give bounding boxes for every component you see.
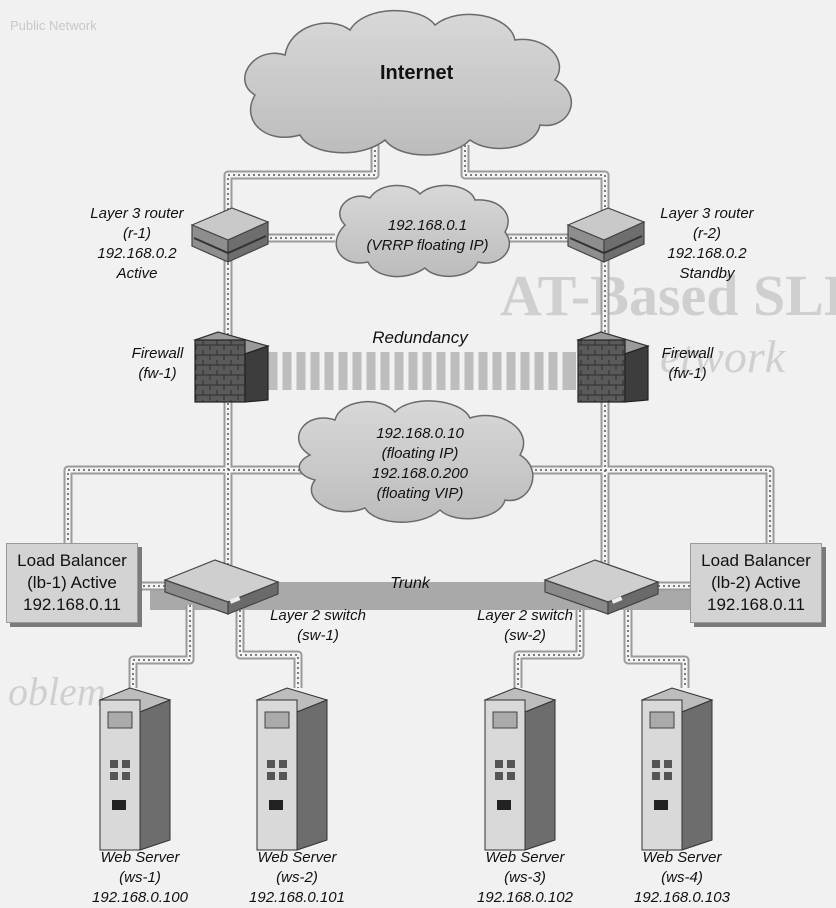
redundancy-bar	[268, 352, 576, 390]
router-left-status: Active	[116, 265, 158, 282]
lb-right-line3: 192.168.0.11	[707, 595, 805, 614]
router-right-label: Layer 3 router (r-2) 192.168.0.2 Standby	[652, 204, 762, 284]
server-ws3-ip: 192.168.0.102	[477, 889, 573, 906]
redundancy-label: Redundancy	[372, 328, 468, 347]
floating-ip-line2: (floating IP)	[381, 445, 459, 462]
firewall-right-label: Firewall (fw-1)	[650, 344, 725, 384]
load-balancer-right: Load Balancer (lb-2) Active 192.168.0.11	[690, 543, 822, 623]
router-r1-device	[190, 207, 270, 263]
internet-cloud	[244, 9, 573, 156]
lb-right-line2: (lb-2) Active	[711, 573, 801, 592]
server-ws4-line2: (ws-4)	[661, 869, 703, 886]
router-right-line3: 192.168.0.2	[667, 245, 747, 262]
firewall-left-label: Firewall (fw-1)	[120, 344, 195, 384]
floating-ip-line1: 192.168.0.10	[376, 425, 464, 442]
server-ws4-ip: 192.168.0.103	[634, 889, 730, 906]
server-ws4-label: Web Server (ws-4) 192.168.0.103	[622, 848, 742, 908]
server-ws2-device	[255, 687, 329, 851]
router-left-line3: 192.168.0.2	[97, 245, 177, 262]
router-right-status: Standby	[679, 265, 735, 282]
server-ws2-label: Web Server (ws-2) 192.168.0.101	[237, 848, 357, 908]
load-balancer-left: Load Balancer (lb-1) Active 192.168.0.11	[6, 543, 138, 623]
switch-right-label: Layer 2 switch (sw-2)	[465, 606, 585, 646]
background-heading-2: etwork	[660, 331, 786, 382]
router-right-line2: (r-2)	[692, 225, 722, 242]
lb-left-line2: (lb-1) Active	[27, 573, 117, 592]
firewall-left-line1: Firewall	[131, 345, 184, 362]
switch-left-label: Layer 2 switch (sw-1)	[258, 606, 378, 646]
background-heading: AT-Based SLB	[500, 263, 836, 328]
vrrp-label: 192.168.0.1 (VRRP floating IP)	[360, 216, 495, 256]
server-ws1-ip: 192.168.0.100	[92, 889, 188, 906]
firewall-right-line2: (fw-1)	[668, 365, 707, 382]
vrrp-ip: 192.168.0.1	[387, 217, 468, 234]
switch-sw2-device	[543, 559, 660, 615]
server-ws3-label: Web Server (ws-3) 192.168.0.102	[465, 848, 585, 908]
router-left-label: Layer 3 router (r-1) 192.168.0.2 Active	[82, 204, 192, 284]
firewall-left-line2: (fw-1)	[138, 365, 177, 382]
server-ws1-label: Web Server (ws-1) 192.168.0.100	[80, 848, 200, 908]
switch-right-line2: (sw-2)	[504, 627, 546, 644]
server-ws1-line2: (ws-1)	[119, 869, 161, 886]
floating-vip-line1: 192.168.0.200	[372, 465, 468, 482]
background-subheading: oblem	[8, 669, 106, 714]
firewall-left-device	[192, 331, 271, 403]
background-footer-text: Public Network	[10, 18, 97, 33]
server-ws4-line1: Web Server	[642, 849, 722, 866]
server-ws2-line2: (ws-2)	[276, 869, 318, 886]
floating-ip-cloud	[297, 400, 534, 523]
server-ws1-device	[98, 687, 172, 851]
router-right-line1: Layer 3 router	[660, 205, 754, 222]
trunk-label: Trunk	[390, 575, 430, 592]
firewall-right-line1: Firewall	[661, 345, 714, 362]
floating-ip-label: 192.168.0.10 (floating IP) 192.168.0.200…	[350, 424, 490, 504]
router-left-line2: (r-1)	[122, 225, 152, 242]
switch-sw1-device	[163, 559, 280, 615]
server-ws1-line1: Web Server	[100, 849, 180, 866]
server-ws3-line2: (ws-3)	[504, 869, 546, 886]
switch-left-line1: Layer 2 switch	[270, 607, 366, 624]
router-left-line1: Layer 3 router	[90, 205, 184, 222]
vrrp-caption: (VRRP floating IP)	[366, 237, 489, 254]
lb-left-line3: 192.168.0.11	[23, 595, 121, 614]
server-ws2-line1: Web Server	[257, 849, 337, 866]
server-ws2-ip: 192.168.0.101	[249, 889, 345, 906]
floating-vip-line2: (floating VIP)	[376, 485, 464, 502]
switch-left-line2: (sw-1)	[297, 627, 339, 644]
server-ws4-device	[640, 687, 714, 851]
lb-left-line1: Load Balancer	[17, 551, 127, 570]
router-r2-device	[566, 207, 646, 263]
firewall-right-device	[576, 331, 650, 403]
internet-label: Internet	[380, 62, 454, 84]
lb-right-line1: Load Balancer	[701, 551, 811, 570]
server-ws3-line1: Web Server	[485, 849, 565, 866]
vrrp-cloud	[335, 184, 511, 278]
switch-right-line1: Layer 2 switch	[477, 607, 573, 624]
server-ws3-device	[483, 687, 557, 851]
